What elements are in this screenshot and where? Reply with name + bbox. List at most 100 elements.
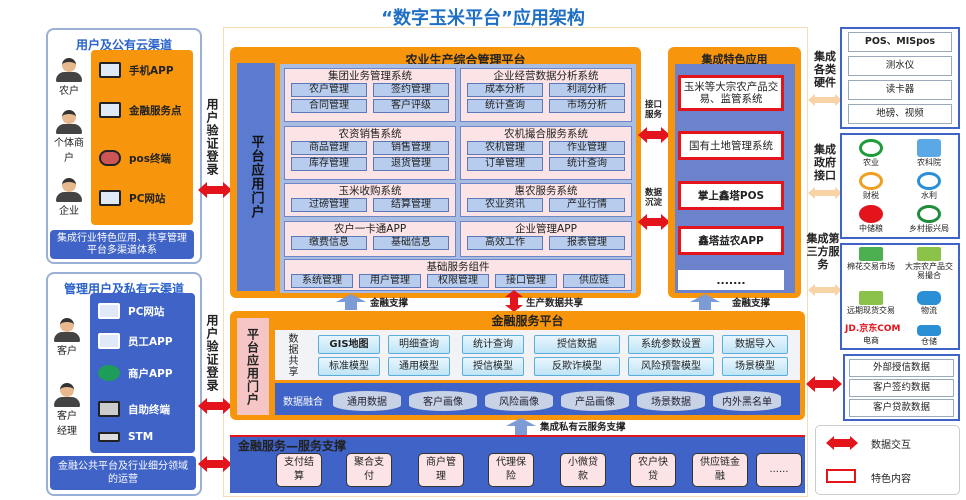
subsystem-item[interactable]: 利润分析 — [549, 83, 625, 97]
support-service[interactable]: 商户管理 — [418, 453, 464, 487]
light-arrow-icon — [808, 284, 842, 296]
fin-function-button[interactable]: 风险预警模型 — [628, 357, 714, 376]
finance-portal[interactable]: 平台应用门户 — [237, 318, 269, 415]
fin-function-button[interactable]: 数据导入 — [722, 335, 788, 354]
feature-app-yinong[interactable]: 鑫塔益农APP — [678, 226, 784, 255]
subsystem-item[interactable]: 报表管理 — [549, 236, 625, 250]
support-service[interactable]: 供应链金融 — [692, 453, 748, 487]
third-bulk[interactable]: 大宗农产品交易撮合 — [903, 247, 955, 280]
trade-icon — [917, 247, 941, 261]
subsystem-item[interactable]: 合同管理 — [291, 99, 367, 113]
subsystem-item[interactable]: 产业行情 — [549, 198, 625, 212]
base-item[interactable]: 用户管理 — [359, 274, 421, 288]
third-cotton[interactable]: 棉花交易市场 — [845, 247, 897, 280]
subsystem-item[interactable]: 农户管理 — [291, 83, 367, 97]
support-service[interactable]: 农户快贷 — [630, 453, 676, 487]
fin-function-button[interactable]: 授信数据 — [534, 335, 620, 354]
pos-icon — [99, 150, 121, 166]
channel-mobile-app[interactable]: 手机APP — [99, 62, 174, 78]
subsystem-item[interactable]: 农机管理 — [467, 141, 543, 155]
hardware-box: POS、MISpos 测水仪 读卡器 地磅、视频 — [840, 27, 960, 129]
gov-water[interactable]: 水利 — [903, 171, 955, 200]
feature-app-pos[interactable]: 掌上鑫塔POS — [678, 181, 784, 210]
support-service[interactable]: 聚合支付 — [346, 453, 392, 487]
subsystem-item[interactable]: 统计查询 — [549, 157, 625, 171]
feature-app-land[interactable]: 国有土地管理系统 — [678, 131, 784, 160]
fin-function-button[interactable]: GIS地图 — [318, 335, 380, 354]
gov-rural[interactable]: 乡村振兴局 — [903, 204, 955, 233]
fin-function-button[interactable]: 系统参数设置 — [628, 335, 714, 354]
private-channel-note: 金融公共平台及行业细分领域的运营 — [50, 456, 196, 490]
subsystem-item[interactable]: 退货管理 — [373, 157, 449, 171]
fin-function-button[interactable]: 反欺诈模型 — [534, 357, 620, 376]
fin-function-button[interactable]: 通用模型 — [388, 357, 450, 376]
subsystem-item[interactable]: 订单管理 — [467, 157, 543, 171]
channel-pc[interactable]: PC网站 — [98, 303, 164, 319]
subsystem-item[interactable]: 商品管理 — [291, 141, 367, 155]
third-logistics[interactable]: 物流 — [903, 290, 955, 315]
channel-stm[interactable]: STM — [98, 431, 153, 443]
gov-tax[interactable]: 财税 — [845, 171, 897, 200]
hardware-item: 读卡器 — [848, 80, 952, 100]
subsystem-item[interactable]: 高效工作 — [467, 236, 543, 250]
water-logo-icon — [917, 171, 941, 190]
gov-academy[interactable]: 农科院 — [903, 139, 955, 167]
base-item[interactable]: 权限管理 — [427, 274, 489, 288]
subsystem-item[interactable]: 客户评级 — [373, 99, 449, 113]
feature-app-more: ....... — [678, 270, 784, 290]
data-cylinder: 通用数据 — [333, 391, 401, 411]
feature-app-trade[interactable]: 玉米等大宗农产品交易、监管系统 — [678, 75, 784, 111]
base-item[interactable]: 供应链 — [563, 274, 625, 288]
base-item[interactable]: 接口管理 — [495, 274, 557, 288]
hardware-item: 测水仪 — [848, 56, 952, 76]
gov-agri[interactable]: 农业 — [845, 139, 897, 167]
support-service[interactable]: 代理保险 — [488, 453, 534, 487]
legend: 数据交互 特色内容 — [815, 425, 960, 495]
subsystem-title: 农机撮合服务系统 — [504, 128, 588, 140]
channel-pos[interactable]: pos终端 — [99, 150, 171, 166]
fin-function-button[interactable]: 授信模型 — [462, 357, 524, 376]
subsystem-item[interactable]: 农业资讯 — [467, 198, 543, 212]
fin-function-button[interactable]: 统计查询 — [462, 335, 524, 354]
subsystem-item[interactable]: 结算管理 — [373, 198, 449, 212]
main-frame — [223, 27, 808, 497]
third-storage[interactable]: 仓储 — [903, 325, 955, 346]
legend-arrow-label: 数据交互 — [871, 440, 911, 451]
agri-platform-title: 农业生产综合管理平台 — [405, 53, 526, 67]
support-service[interactable]: ...... — [756, 453, 802, 487]
channel-pc[interactable]: PC网站 — [99, 190, 165, 206]
agri-portal[interactable]: 平台应用门户 — [237, 63, 275, 291]
jd-logo: JD.京东COM — [845, 324, 901, 334]
subsystem-item[interactable]: 统计查询 — [467, 99, 543, 113]
support-service[interactable]: 支付结算 — [276, 453, 322, 487]
fin-function-button[interactable]: 标准模型 — [318, 357, 380, 376]
channel-staff-app[interactable]: 员工APP — [98, 333, 173, 349]
third-futures[interactable]: 远期现货交易 — [845, 290, 897, 315]
fin-function-button[interactable]: 场景模型 — [722, 357, 788, 376]
up-arrow-icon — [690, 294, 720, 310]
subsystem-item[interactable]: 基础信息 — [373, 236, 449, 250]
channel-finance-point[interactable]: 金融服务点 — [99, 102, 182, 118]
data-exchange-arrow — [198, 398, 232, 414]
subsystem-item[interactable]: 签约管理 — [373, 83, 449, 97]
support-service[interactable]: 小微贷款 — [560, 453, 606, 487]
subsystem-item[interactable]: 市场分析 — [549, 99, 625, 113]
subsystem-item[interactable]: 销售管理 — [373, 141, 449, 155]
subsystem-item[interactable]: 库存管理 — [291, 157, 367, 171]
subsystem-item[interactable]: 缴费信息 — [291, 236, 367, 250]
user-merchant: 个体商户 — [52, 110, 86, 164]
channel-kiosk[interactable]: 自助终端 — [98, 401, 170, 417]
subsystem-title: 农资销售系统 — [338, 128, 402, 140]
subsystem-item[interactable]: 作业管理 — [549, 141, 625, 155]
kiosk-icon — [98, 401, 120, 417]
fin-function-button[interactable]: 明细查询 — [388, 335, 450, 354]
data-exchange-arrow — [806, 376, 842, 392]
channel-merchant-app[interactable]: 商户APP — [98, 365, 173, 381]
public-channels-box: 手机APP 金融服务点 pos终端 PC网站 — [91, 50, 193, 225]
subsystem-item[interactable]: 过磅管理 — [291, 198, 367, 212]
base-item[interactable]: 系统管理 — [291, 274, 353, 288]
gov-sinograin[interactable]: 中储粮 — [845, 204, 897, 233]
subsystem-item[interactable]: 成本分析 — [467, 83, 543, 97]
